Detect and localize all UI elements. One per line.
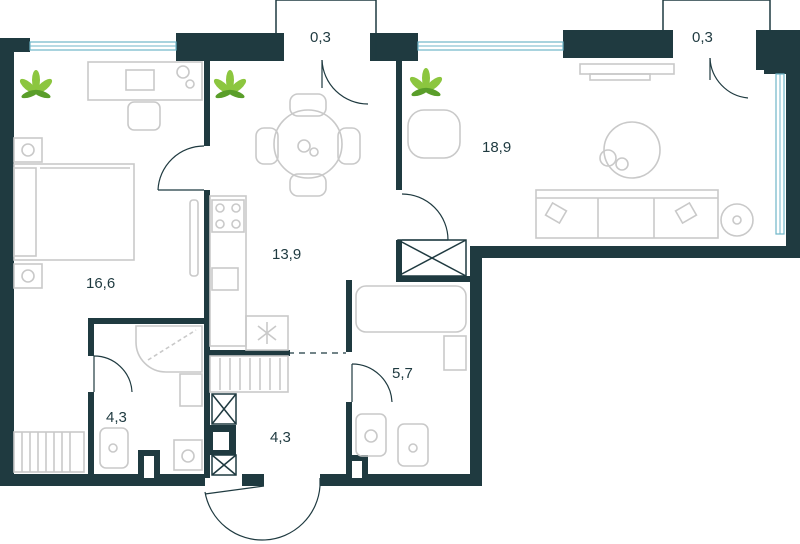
area-kitchen-dining: 13,9 xyxy=(272,246,301,263)
area-labels: 16,6 13,9 18,9 4,3 4,3 5,7 0,3 0,3 xyxy=(86,29,713,446)
area-bedroom: 16,6 xyxy=(86,275,115,292)
plant-icon xyxy=(409,68,443,97)
living-furniture xyxy=(407,63,754,239)
inner-walls xyxy=(88,60,472,478)
storage xyxy=(211,239,467,476)
area-hall: 4,3 xyxy=(270,429,291,446)
area-bathroom-right: 5,7 xyxy=(392,365,413,382)
area-living-room: 18,9 xyxy=(482,139,511,156)
bathroom-left-fixtures xyxy=(99,325,203,471)
area-bathroom-left: 4,3 xyxy=(106,409,127,426)
bedroom-furniture xyxy=(13,61,203,473)
windows xyxy=(29,41,785,235)
area-balcony-left: 0,3 xyxy=(310,29,331,46)
area-balcony-right: 0,3 xyxy=(692,29,713,46)
balconies xyxy=(275,0,771,105)
plant-icon xyxy=(19,70,53,99)
plant-icon xyxy=(213,70,247,99)
kitchen-furniture xyxy=(209,93,361,393)
bathroom-right-fixtures xyxy=(355,285,467,467)
